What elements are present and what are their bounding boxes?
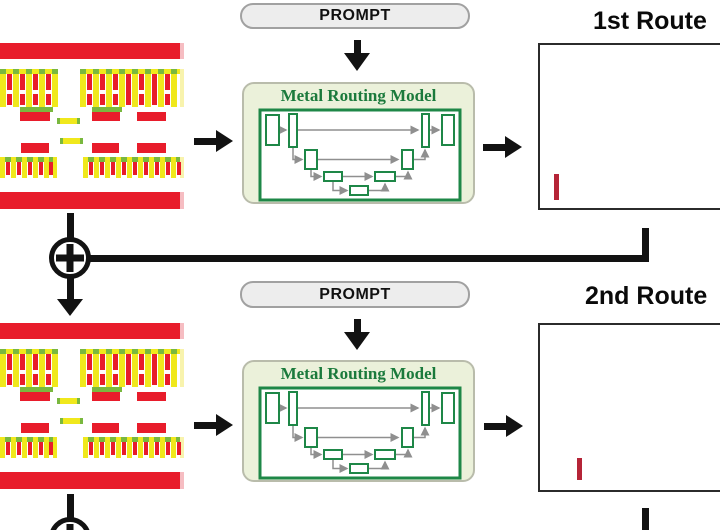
plus-vertical-bar bbox=[66, 244, 74, 272]
prompt-box-2: PROMPT bbox=[240, 281, 470, 308]
arrow-down-icon bbox=[344, 40, 370, 71]
prompt-box-1: PROMPT bbox=[240, 3, 470, 29]
merge-plus-circle-icon bbox=[49, 237, 91, 279]
routed-metal-mark bbox=[554, 174, 559, 200]
prompt-label: PROMPT bbox=[319, 7, 391, 24]
u-net-diagram-icon bbox=[244, 84, 477, 206]
flow-arrow-right-icon bbox=[194, 130, 233, 152]
plus-vertical-bar bbox=[66, 524, 74, 530]
metal-routing-model-box-2: Metal Routing Model bbox=[242, 360, 475, 482]
feedback-line-horizontal-1 bbox=[88, 255, 649, 262]
merge-arrow-down-icon bbox=[57, 277, 83, 316]
metal-routing-model-box-1: Metal Routing Model bbox=[242, 82, 475, 204]
flow-arrow-right-icon bbox=[483, 136, 522, 158]
u-net-diagram-icon bbox=[244, 362, 477, 484]
connector-line-layout2-to-merge bbox=[67, 494, 74, 519]
routed-metal-mark bbox=[577, 458, 582, 480]
model-title: Metal Routing Model bbox=[280, 86, 437, 105]
flow-arrow-right-icon bbox=[194, 414, 233, 436]
route-output-canvas-1 bbox=[538, 43, 720, 210]
circuit-layout-image-1 bbox=[0, 42, 184, 212]
arrow-down-icon bbox=[344, 319, 370, 350]
circuit-layout-image-2 bbox=[0, 322, 184, 492]
feedback-line-vertical-2 bbox=[642, 508, 649, 530]
flow-arrow-right-icon bbox=[484, 415, 523, 437]
merge-plus-circle-icon-partial bbox=[49, 517, 91, 530]
route-output-canvas-2 bbox=[538, 323, 720, 492]
feedback-line-vertical-1 bbox=[642, 228, 649, 262]
prompt-label: PROMPT bbox=[319, 285, 391, 303]
connector-line-layout1-to-merge bbox=[67, 213, 74, 238]
model-title: Metal Routing Model bbox=[280, 364, 437, 383]
route-output-title-2: 2nd Route bbox=[585, 282, 708, 310]
route-output-title-1: 1st Route bbox=[593, 7, 707, 35]
